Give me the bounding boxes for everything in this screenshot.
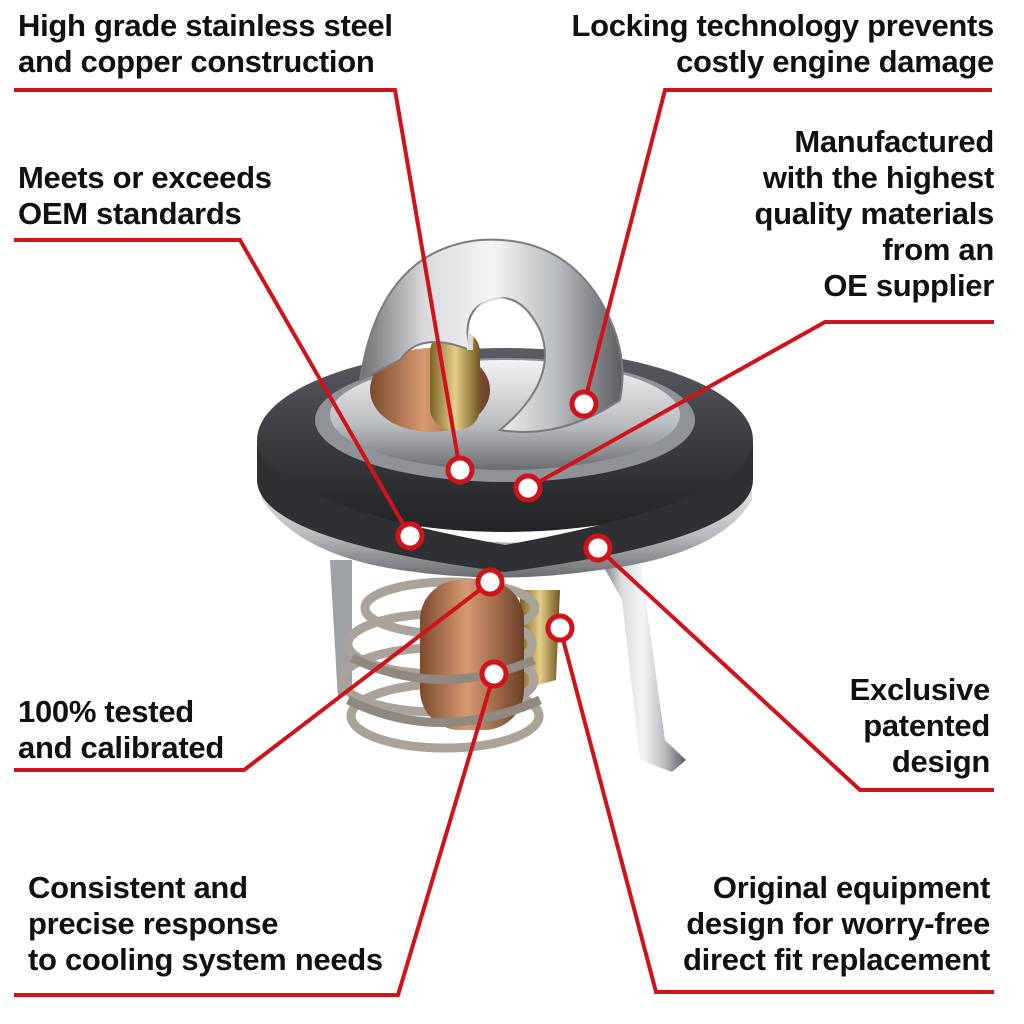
marker-response [479, 659, 509, 689]
callout-line: 100% tested [18, 694, 194, 729]
marker-oem-standards [395, 521, 425, 551]
callout-line: quality materials [754, 196, 994, 231]
callout-line: direct fit replacement [683, 942, 990, 977]
leader-direct-fit [558, 627, 994, 994]
callout-locking: Locking technology prevents costly engin… [571, 8, 994, 80]
leader-oem-standards [14, 238, 412, 537]
callout-materials: High grade stainless steel and copper co… [18, 8, 393, 80]
callout-line: design for worry-free [686, 906, 990, 941]
callout-line: and copper construction [18, 44, 375, 79]
top-bridge [358, 238, 624, 433]
callout-line: design [891, 744, 990, 779]
callout-line: OE supplier [823, 268, 994, 303]
callout-line: Manufactured [794, 124, 994, 159]
callout-oe-supplier: Manufactured with the highest quality ma… [754, 124, 994, 304]
callout-line: Original equipment [712, 870, 990, 905]
callout-markers [395, 389, 613, 689]
callout-direct-fit: Original equipment design for worry-free… [683, 870, 990, 978]
callout-line: to cooling system needs [28, 942, 383, 977]
callout-line: from an [882, 232, 994, 267]
callout-line: precise response [28, 906, 279, 941]
callout-line: High grade stainless steel [18, 8, 393, 43]
leader-materials [14, 88, 462, 471]
marker-materials [445, 455, 475, 485]
inner-valve [370, 330, 490, 432]
callout-line: patented [863, 708, 990, 743]
marker-locking [569, 389, 599, 419]
callout-line: Exclusive [849, 672, 991, 707]
callout-line: costly engine damage [676, 44, 994, 79]
callout-line: OEM standards [18, 196, 242, 231]
callout-line: and calibrated [18, 730, 224, 765]
leader-locking [582, 88, 992, 405]
leader-tested [14, 580, 492, 772]
callout-tested: 100% tested and calibrated [18, 694, 224, 766]
marker-direct-fit [545, 613, 575, 643]
callout-line: with the highest [762, 160, 994, 195]
callout-patented: Exclusive patented design [849, 672, 991, 780]
leader-oe-supplier [527, 320, 994, 490]
callout-line: Consistent and [28, 870, 248, 905]
spring-front [346, 653, 542, 727]
leader-patented [596, 546, 994, 792]
callout-response: Consistent and precise response to cooli… [28, 870, 383, 978]
marker-oe-supplier [513, 473, 543, 503]
leader-response [14, 673, 496, 997]
leader-lines [14, 88, 994, 997]
marker-patented [583, 533, 613, 563]
callout-line: Meets or exceeds [18, 160, 272, 195]
callout-line: Locking technology prevents [571, 8, 994, 43]
callout-oem-standards: Meets or exceeds OEM standards [18, 160, 272, 232]
marker-tested [475, 567, 505, 597]
